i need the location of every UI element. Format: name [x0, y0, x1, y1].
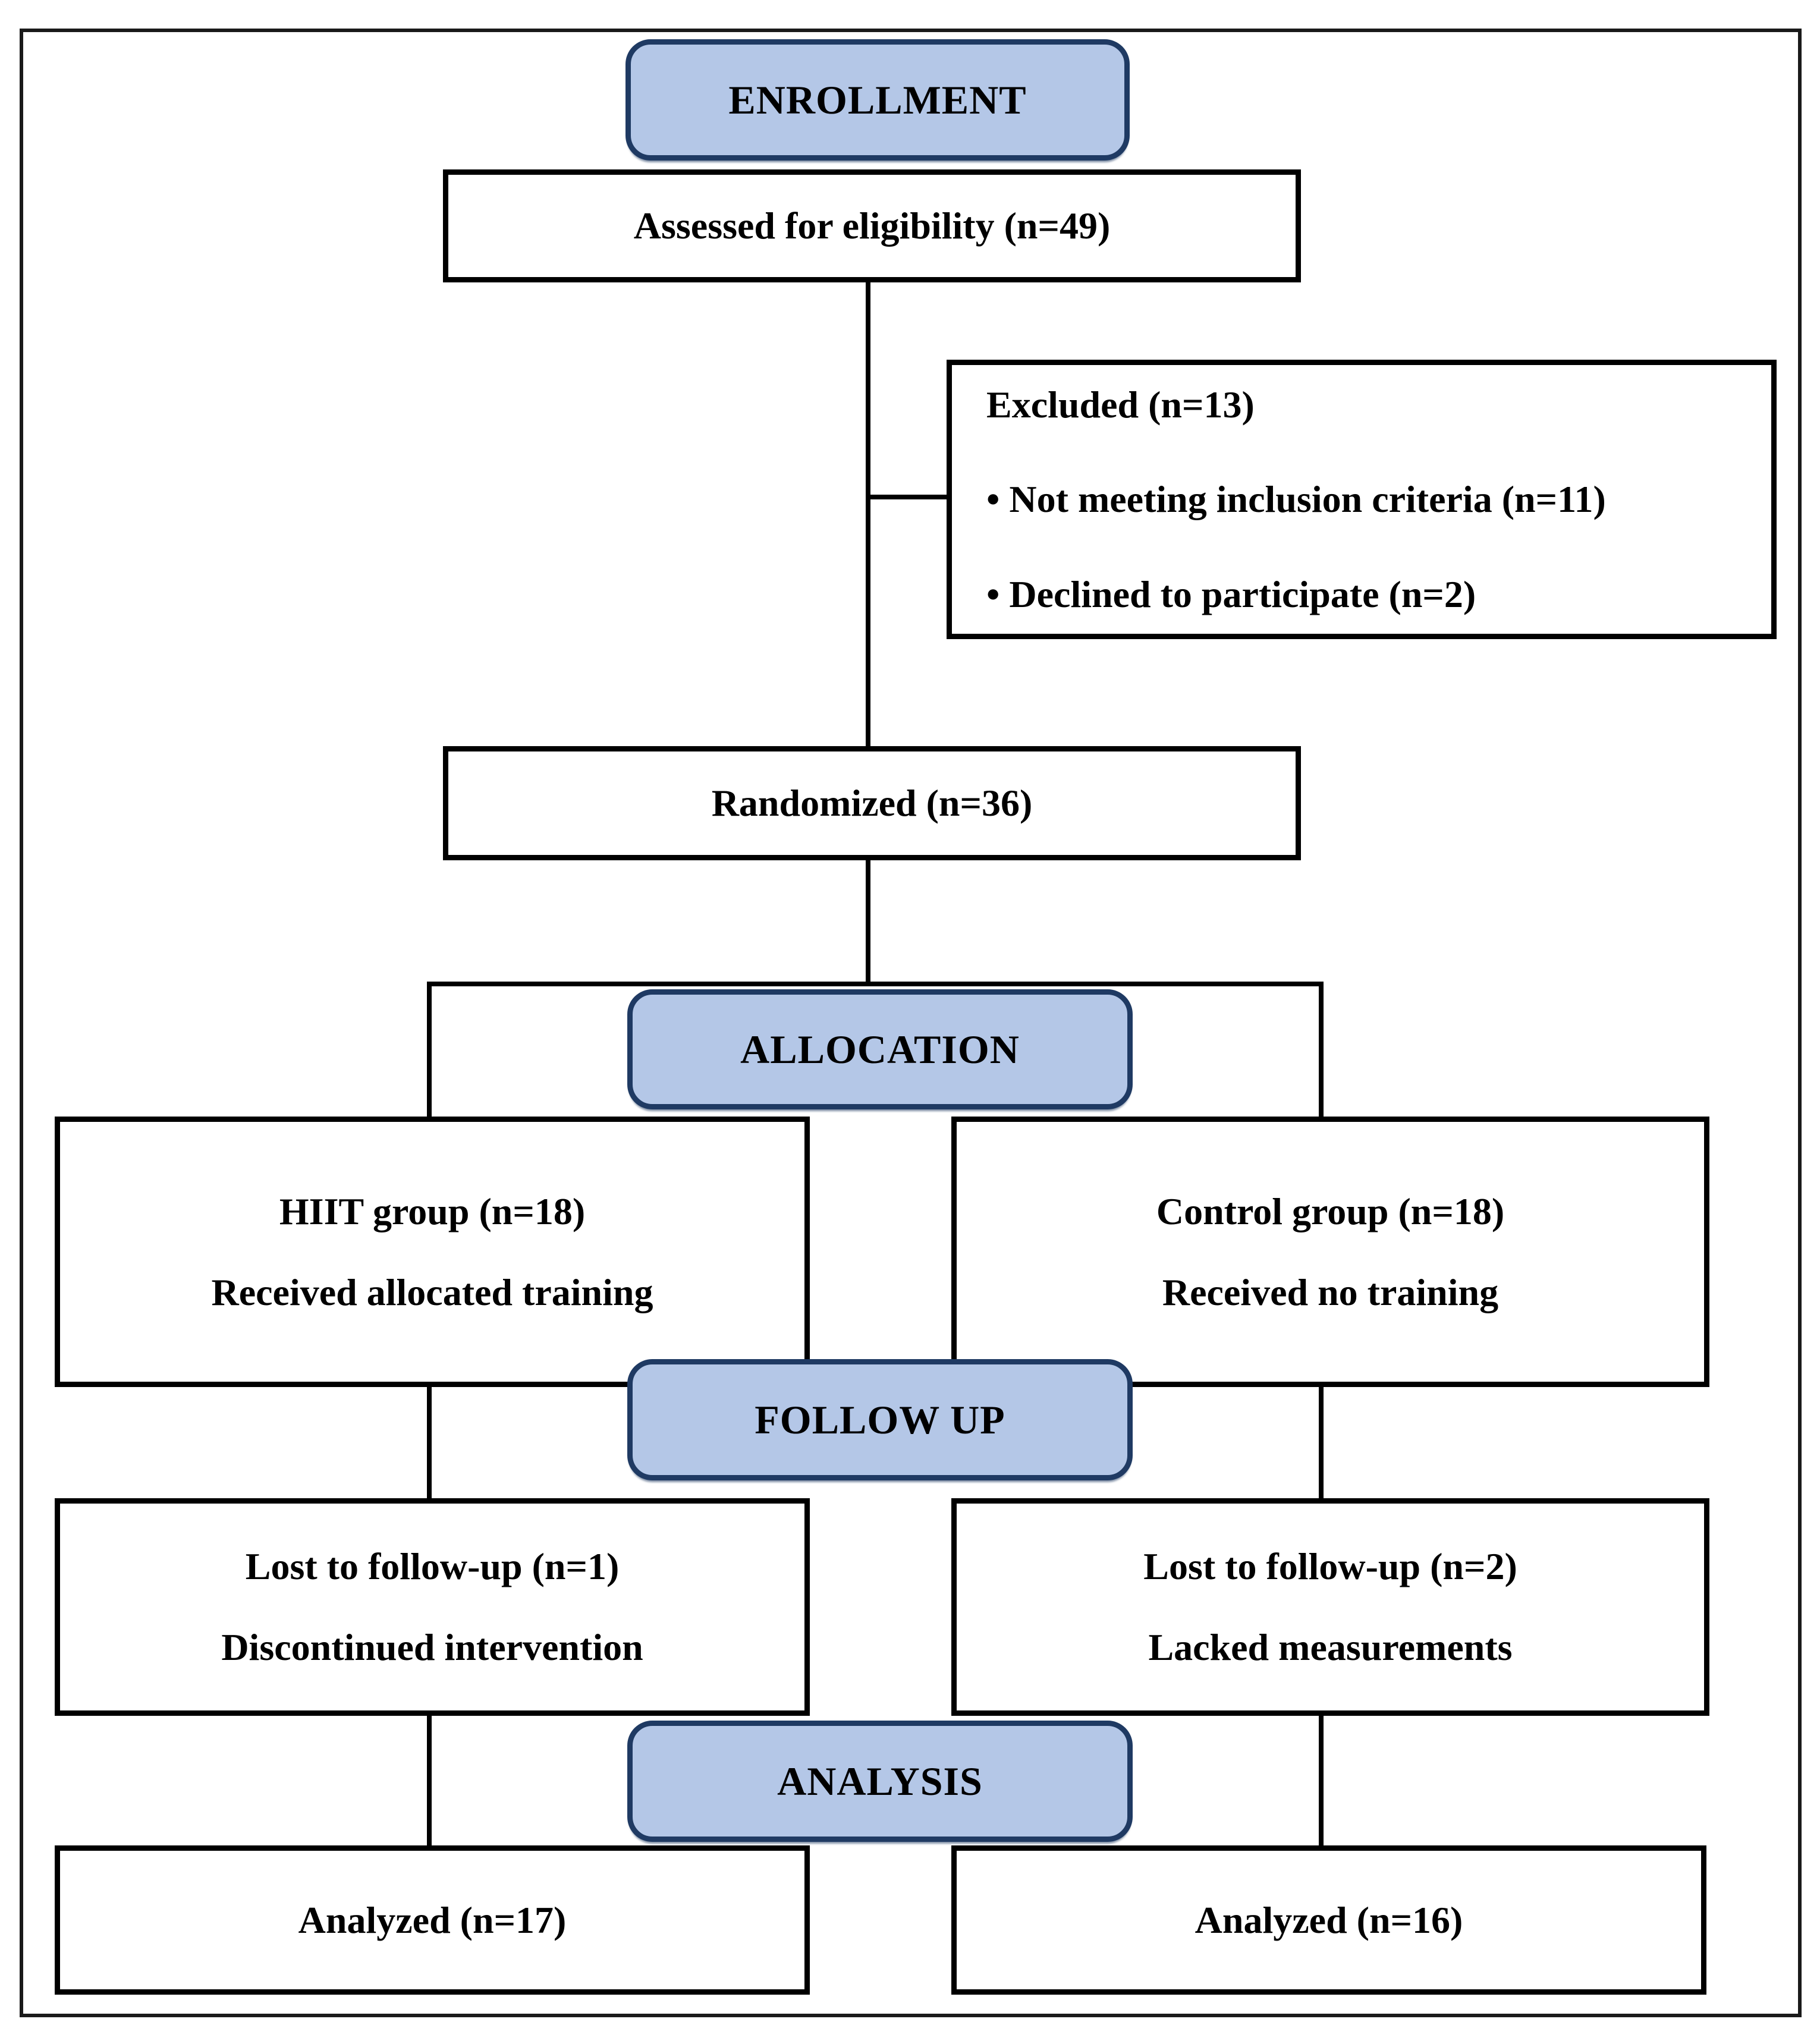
hiit-group-detail: Received allocated training: [211, 1271, 653, 1313]
box-assessed: Assessed for eligibility (n=49): [443, 169, 1301, 282]
connector-lost-analyzed-left: [427, 1716, 432, 1845]
connector-randomized-split: [866, 860, 870, 986]
lost-control-detail: Lacked measurements: [1148, 1626, 1513, 1668]
hiit-group-label: HIIT group (n=18): [279, 1190, 586, 1232]
box-control-group: Control group (n=18) Received no trainin…: [951, 1117, 1709, 1387]
connector-split-right-drop: [1319, 982, 1324, 1117]
box-lost-hiit: Lost to follow-up (n=1) Discontinued int…: [55, 1498, 810, 1716]
lost-hiit-label: Lost to follow-up (n=1): [245, 1545, 620, 1588]
box-analyzed-control: Analyzed (n=16): [951, 1845, 1706, 1995]
stage-analysis-label: ANALYSIS: [777, 1758, 983, 1804]
stage-allocation-label: ALLOCATION: [740, 1026, 1020, 1072]
box-hiit-group: HIIT group (n=18) Received allocated tra…: [55, 1117, 810, 1387]
control-group-label: Control group (n=18): [1156, 1190, 1505, 1232]
excluded-title: Excluded (n=13): [986, 383, 1255, 426]
connector-lost-analyzed-right: [1319, 1716, 1324, 1845]
connector-hiit-lost: [427, 1387, 432, 1498]
stage-followup-badge: FOLLOW UP: [627, 1359, 1133, 1480]
box-excluded: Excluded (n=13) • Not meeting inclusion …: [947, 360, 1777, 639]
connector-split-left-drop: [427, 982, 432, 1117]
analyzed-hiit-text: Analyzed (n=17): [298, 1898, 567, 1941]
stage-followup-label: FOLLOW UP: [755, 1397, 1005, 1442]
lost-control-label: Lost to follow-up (n=2): [1143, 1545, 1517, 1588]
connector-control-lost: [1319, 1387, 1324, 1498]
box-randomized: Randomized (n=36): [443, 746, 1301, 860]
excluded-reason-1: • Not meeting inclusion criteria (n=11): [986, 478, 1606, 521]
stage-allocation-badge: ALLOCATION: [627, 989, 1133, 1109]
assessed-text: Assessed for eligibility (n=49): [633, 205, 1111, 247]
connector-to-excluded: [866, 495, 949, 499]
randomized-text: Randomized (n=36): [711, 782, 1033, 825]
analyzed-control-text: Analyzed (n=16): [1195, 1898, 1463, 1941]
connector-assessed-randomized: [866, 281, 870, 749]
connector-split-horizontal: [427, 982, 1324, 986]
lost-hiit-detail: Discontinued intervention: [221, 1626, 643, 1668]
stage-enrollment-badge: ENROLLMENT: [625, 39, 1130, 161]
excluded-reason-2: • Declined to participate (n=2): [986, 573, 1476, 615]
box-lost-control: Lost to follow-up (n=2) Lacked measureme…: [951, 1498, 1709, 1716]
stage-analysis-badge: ANALYSIS: [627, 1721, 1133, 1842]
stage-enrollment-label: ENROLLMENT: [728, 77, 1027, 122]
control-group-detail: Received no training: [1162, 1271, 1499, 1313]
box-analyzed-hiit: Analyzed (n=17): [55, 1845, 810, 1995]
